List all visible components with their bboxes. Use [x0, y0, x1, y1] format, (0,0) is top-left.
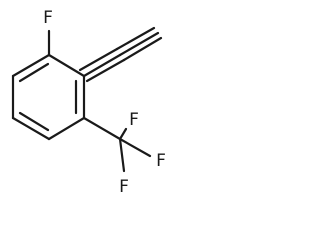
triple-bond-line-2: [85, 58, 126, 83]
bond-ring-to-cf3-carbon: [82, 116, 122, 141]
structure-diagram: F F F F: [11, 8, 166, 197]
ethynyl-group: [78, 26, 163, 83]
triple-bond-line-1: [82, 53, 122, 78]
ring-double-bond-c6-c1: [18, 62, 50, 83]
atom-label-fluorine-cf3-right: F: [156, 151, 166, 171]
ring-bond-c6-c1: [11, 53, 51, 78]
atom-label-fluorine-cf3-bottom: F: [119, 177, 129, 197]
bond-cf3-to-f-top: [118, 127, 128, 141]
ring-bond-c4-c5: [11, 116, 51, 141]
bond-cf3-to-f-bottom: [118, 137, 126, 173]
trifluoromethyl-group: [82, 116, 152, 173]
alkyne-terminal-bond-3: [115, 26, 156, 51]
ring-bond-c1-c2: [47, 53, 86, 78]
atom-label-fluorine-ring: F: [43, 8, 53, 28]
bond-cf3-to-f-right: [118, 137, 152, 158]
atom-label-fluorine-cf3-top: F: [129, 110, 139, 130]
alkyne-terminal-bond: [118, 31, 160, 57]
alkyne-terminal-bond-2: [122, 36, 163, 62]
benzene-ring: [11, 53, 86, 141]
ring-double-bond-c4-c5: [18, 111, 50, 132]
triple-bond-line-3: [78, 47, 119, 72]
ring-bond-c3-c4: [47, 116, 86, 141]
